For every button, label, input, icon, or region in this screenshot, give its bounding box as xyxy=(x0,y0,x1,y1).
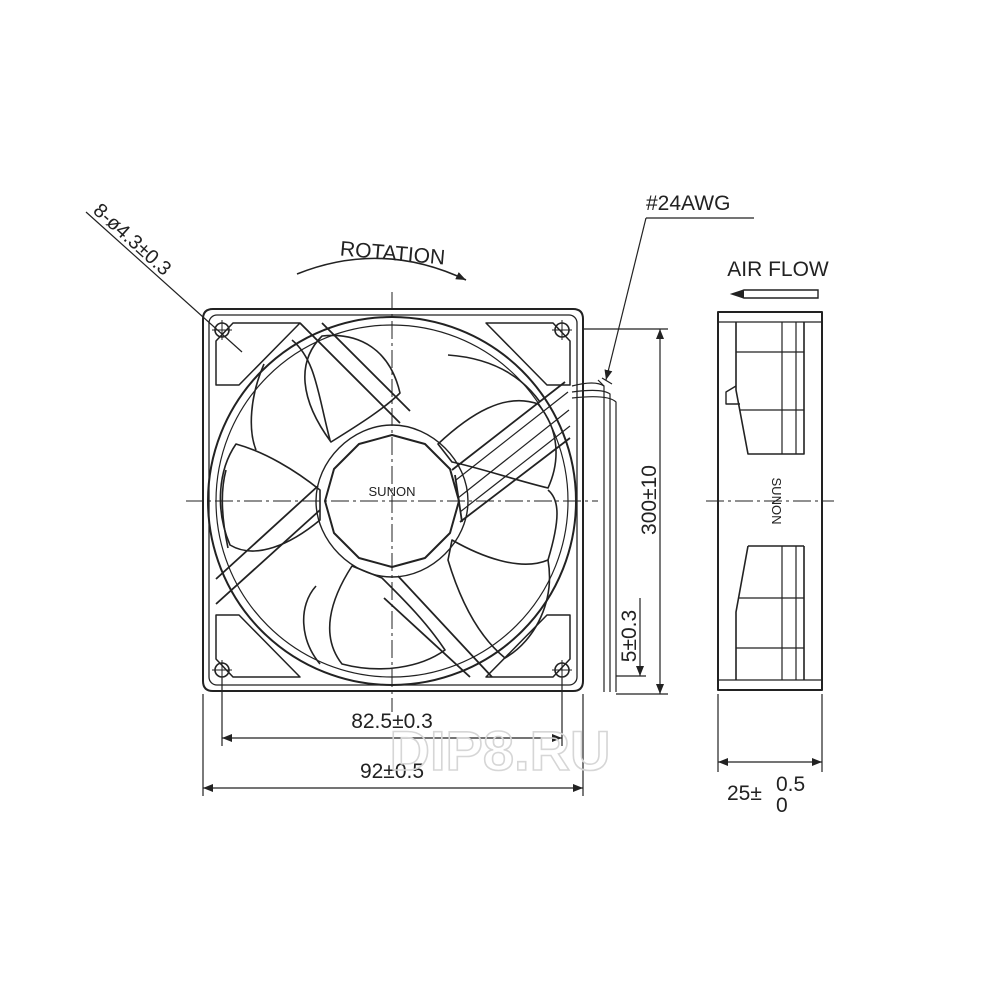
fan-blades xyxy=(219,334,558,670)
frame-size-label: 92±0.5 xyxy=(360,760,424,783)
lead-length-label: 300±10 xyxy=(638,465,661,535)
hole-pitch-label: 82.5±0.3 xyxy=(351,710,433,733)
front-centerlines xyxy=(186,292,598,712)
awg-leader xyxy=(604,217,754,381)
corner-webs xyxy=(215,322,571,678)
rotation-label: ROTATION xyxy=(339,237,446,269)
thickness-lower-label: 0 xyxy=(776,794,788,817)
thickness-upper-label: 0.5 xyxy=(776,773,805,796)
air-flow-arrow xyxy=(729,289,819,299)
frame-size-dimension xyxy=(202,694,584,796)
strip-length-label: 5±0.3 xyxy=(618,610,641,662)
lead-length-dimension xyxy=(583,328,668,695)
thickness-dimension xyxy=(717,694,823,772)
lead-wires xyxy=(571,377,617,692)
brand-front: SUNON xyxy=(369,484,416,499)
air-flow-label: AIR FLOW xyxy=(727,258,829,281)
watermark: DIP8.RU xyxy=(390,719,611,782)
hole-spec-label: 8-ø4.3±0.3 xyxy=(89,199,176,280)
awg-label: #24AWG xyxy=(646,192,730,215)
hole-spec-leader xyxy=(85,211,243,353)
spokes xyxy=(215,322,493,678)
rotation-arrow xyxy=(296,257,467,281)
mounting-holes xyxy=(212,320,572,680)
front-view xyxy=(202,308,584,692)
brand-side: SUNON xyxy=(769,478,784,525)
frame-outer xyxy=(202,308,584,692)
hole-pitch-dimension xyxy=(221,678,563,746)
thickness-base-label: 25± xyxy=(727,782,762,805)
wire-channel xyxy=(451,381,571,523)
strip-length-dimension xyxy=(616,598,646,677)
